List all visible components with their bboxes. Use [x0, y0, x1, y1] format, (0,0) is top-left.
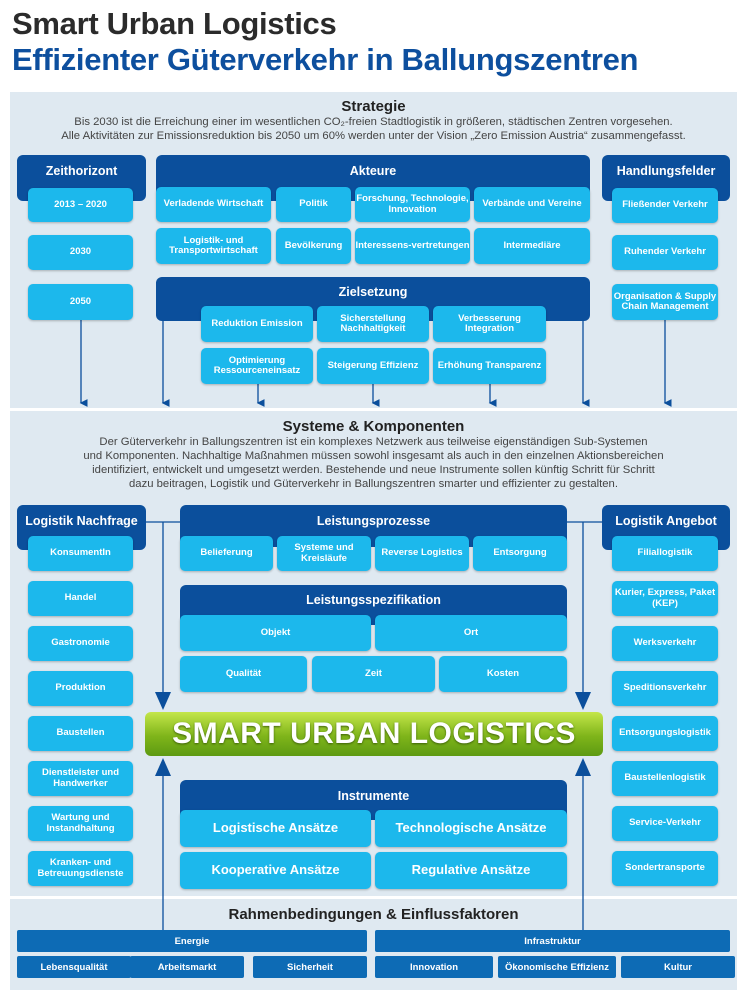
angebot-item: Sondertransporte: [612, 851, 718, 886]
nachfrage-item: Produktion: [28, 671, 133, 706]
instrument-item: Technologische Ansätze: [375, 810, 567, 847]
title: Smart Urban Logistics: [12, 6, 337, 41]
systeme-text: identifiziert, entwickelt und umgesetzt …: [92, 464, 655, 476]
akteur-item: Interessens-vertretungen: [355, 228, 470, 264]
akteur-item: Bevölkerung: [276, 228, 351, 264]
rahmen-item: Energie: [17, 930, 367, 952]
nachfrage-item: Gastronomie: [28, 626, 133, 661]
spezifikation-item: Zeit: [312, 656, 435, 692]
subtitle: Effizienter Güterverkehr in Ballungszent…: [12, 42, 639, 77]
akteur-item: Forschung, Technologie, Innovation: [355, 187, 470, 222]
rahmen-item: Lebensqualität: [17, 956, 131, 978]
rahmen-item: Sicherheit: [253, 956, 367, 978]
zeithorizont-item: 2050: [28, 284, 133, 320]
rahmen-item: Ökonomische Effizienz: [498, 956, 616, 978]
handlungsfeld-item: Ruhender Verkehr: [612, 235, 718, 270]
nachfrage-item: Baustellen: [28, 716, 133, 751]
spezifikation-item: Objekt: [180, 615, 371, 651]
strategie-heading: Strategie: [341, 98, 406, 115]
prozess-item: Entsorgung: [473, 536, 567, 571]
rahmen-item: Kultur: [621, 956, 735, 978]
nachfrage-item: Wartung und Instandhaltung: [28, 806, 133, 841]
angebot-item: Filiallogistik: [612, 536, 718, 571]
akteur-item: Logistik- und Transportwirtschaft: [156, 228, 271, 264]
prozess-item: Belieferung: [180, 536, 273, 571]
handlungsfeld-item: Organisation & Supply Chain Management: [612, 284, 718, 320]
zeithorizont-item: 2030: [28, 235, 133, 270]
nachfrage-item: Kranken- und Betreuungsdienste: [28, 851, 133, 886]
spezifikation-item: Qualität: [180, 656, 307, 692]
rahmen-item: Infrastruktur: [375, 930, 730, 952]
angebot-item: Service-Verkehr: [612, 806, 718, 841]
ziel-item: Sicherstellung Nachhaltigkeit: [317, 306, 429, 342]
prozess-item: Reverse Logistics: [375, 536, 469, 571]
angebot-item: Werksverkehr: [612, 626, 718, 661]
akteur-item: Verladende Wirtschaft: [156, 187, 271, 222]
rahmen-heading: Rahmenbedingungen & Einflussfaktoren: [228, 906, 519, 923]
spezifikation-item: Kosten: [439, 656, 567, 692]
angebot-item: Entsorgungslogistik: [612, 716, 718, 751]
angebot-item: Kurier, Express, Paket (KEP): [612, 581, 718, 616]
systeme-text: dazu beitragen, Logistik und Güterverkeh…: [129, 478, 618, 490]
nachfrage-item: Handel: [28, 581, 133, 616]
systeme-heading: Systeme & Komponenten: [282, 418, 465, 435]
zeithorizont-item: 2013 – 2020: [28, 188, 133, 222]
handlungsfeld-item: Fließender Verkehr: [612, 188, 718, 223]
smart-urban-logistics-banner: SMART URBAN LOGISTICS: [145, 712, 603, 756]
nachfrage-item: Dienstleister und Handwerker: [28, 761, 133, 796]
akteur-item: Intermediäre: [474, 228, 590, 264]
ziel-item: Verbesserung Integration: [433, 306, 546, 342]
spezifikation-item: Ort: [375, 615, 567, 651]
nachfrage-item: KonsumentIn: [28, 536, 133, 571]
instrument-item: Kooperative Ansätze: [180, 852, 371, 889]
angebot-item: Baustellenlogistik: [612, 761, 718, 796]
systeme-text: Der Güterverkehr in Ballungszentren ist …: [99, 436, 648, 448]
ziel-item: Steigerung Effizienz: [317, 348, 429, 384]
ziel-item: Optimierung Ressourceneinsatz: [201, 348, 313, 384]
akteur-item: Politik: [276, 187, 351, 222]
prozess-item: Systeme und Kreisläufe: [277, 536, 371, 571]
strategie-text-2: Alle Aktivitäten zur Emissionsreduktion …: [61, 130, 686, 142]
angebot-item: Speditionsverkehr: [612, 671, 718, 706]
instrument-item: Regulative Ansätze: [375, 852, 567, 889]
rahmen-item: Arbeitsmarkt: [130, 956, 244, 978]
ziel-item: Erhöhung Transparenz: [433, 348, 546, 384]
akteur-item: Verbände und Vereine: [474, 187, 590, 222]
strategie-text-1: Bis 2030 ist die Erreichung einer im wes…: [74, 116, 673, 128]
systeme-text: und Komponenten. Nachhaltige Maßnahmen m…: [83, 450, 664, 462]
instrument-item: Logistische Ansätze: [180, 810, 371, 847]
ziel-item: Reduktion Emission: [201, 306, 313, 342]
rahmen-item: Innovation: [375, 956, 493, 978]
